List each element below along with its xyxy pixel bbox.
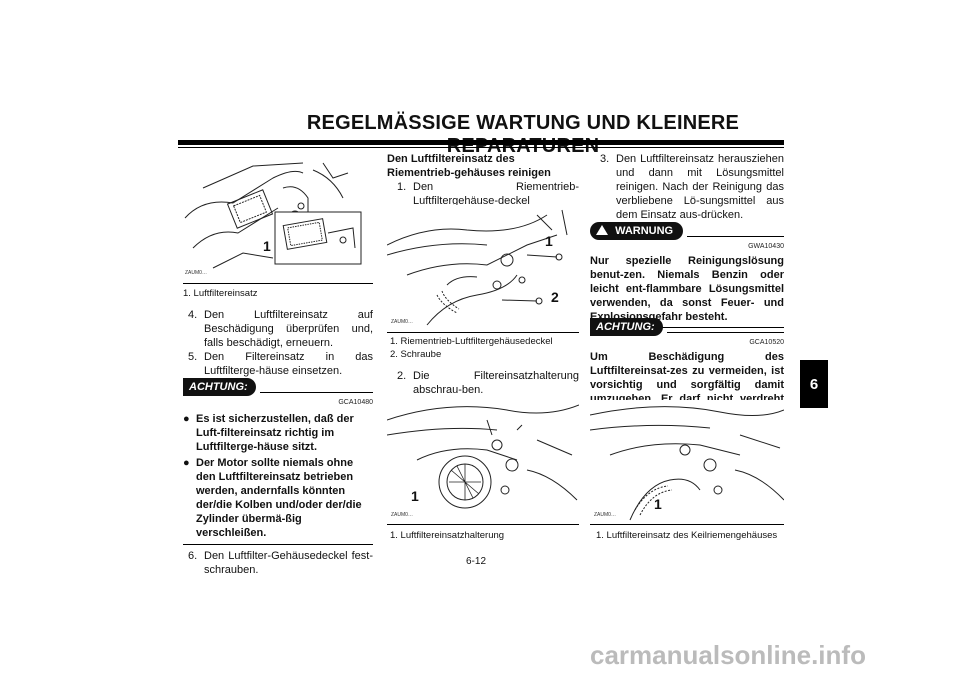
achtung-text: Um Beschädigung des Luftfiltereinsat-zes…	[590, 351, 784, 419]
figure-code: ZAUM0…	[594, 512, 616, 518]
figure-rule	[590, 524, 784, 525]
figure-code: ZAUM0…	[391, 512, 413, 518]
page-number: 6-12	[466, 556, 487, 567]
figure-caption: 1. Luftfiltereinsatz des Keilriemengehäu…	[596, 530, 778, 541]
step-text: Die Filtereinsatzhalterung abschrau-ben.	[413, 370, 579, 396]
achtung-bar: ACHTUNG:	[183, 378, 373, 396]
step-block: 3. Den Luftfiltereinsatz herausziehen un…	[590, 152, 784, 222]
figure-filter-holder: 1 ZAUM0…	[387, 400, 579, 522]
step-text: Den Luftfilter-Gehäusedeckel fest-schrau…	[204, 550, 373, 576]
step-text: Den Luftfiltereinsatz herausziehen und d…	[616, 153, 784, 221]
chapter-tab[interactable]: 6	[800, 360, 828, 408]
figure-belt-cover: 1 2 ZAUM0…	[387, 205, 579, 329]
achtung-line	[666, 331, 784, 333]
step-item: 3. Den Luftfiltereinsatz herausziehen un…	[590, 152, 784, 222]
watermark: carmanualsonline.info	[590, 640, 866, 670]
notice-code: GWA10430	[748, 243, 784, 250]
step-number: 1.	[397, 181, 407, 193]
achtung-bar: ACHTUNG:	[590, 318, 784, 336]
bullet-icon: ●	[183, 413, 190, 425]
achtung-bullets: ● Es ist sicherzustellen, daß der Luft-f…	[183, 412, 373, 540]
figure-caption: 2. Schraube	[390, 349, 442, 360]
warnung-notice: WARNUNG GWA10430 Nur spezielle Reinigung…	[590, 222, 784, 328]
step-text: Den Luftfiltereinsatz auf Beschädigung ü…	[204, 309, 373, 349]
bullet-item: ● Der Motor sollte niemals ohne den Luft…	[183, 456, 373, 540]
step-number: 2.	[397, 370, 407, 382]
step-number: 5.	[188, 351, 198, 363]
figure-code: ZAUM0…	[391, 319, 413, 325]
achtung-notice-2: ACHTUNG: GCA10520 Um Beschädigung des Lu…	[590, 318, 784, 424]
warnung-bar: WARNUNG	[590, 222, 784, 240]
filter-holder-illustration	[387, 404, 579, 509]
notice-code: GCA10520	[749, 339, 784, 346]
step-number: 3.	[600, 153, 610, 165]
achtung-label: ACHTUNG:	[590, 318, 663, 336]
step-item: 2. Die Filtereinsatzhalterung abschrau-b…	[387, 369, 579, 397]
figure-rule	[387, 332, 579, 333]
achtung-label: ACHTUNG:	[183, 378, 256, 396]
bullet-text: Der Motor sollte niemals ohne den Luftfi…	[196, 457, 362, 539]
step-number: 4.	[188, 309, 198, 321]
step-item: 6. Den Luftfilter-Gehäusedeckel fest-sch…	[183, 549, 373, 577]
air-filter-illustration	[184, 162, 362, 269]
figure-caption: 1. Riementrieb-Luftfiltergehäusedeckel	[390, 336, 553, 347]
header-rule-thin	[178, 147, 784, 148]
bullet-icon: ●	[183, 457, 190, 469]
section-heading: Den Luftfiltereinsatz des Riementrieb-ge…	[387, 153, 551, 179]
step-item: 5. Den Filtereinsatz in das Luftfilterge…	[183, 350, 373, 378]
bullet-text: Es ist sicherzustellen, daß der Luft-fil…	[196, 413, 354, 453]
warnung-line	[687, 235, 784, 237]
figure-code: ZAUM0…	[185, 270, 207, 276]
belt-cover-illustration	[387, 209, 568, 326]
notice-end-rule	[183, 544, 373, 545]
achtung-line	[259, 391, 373, 393]
figure-callout-1: 1	[654, 496, 662, 512]
figure-rule	[183, 283, 373, 284]
figure-rule	[387, 524, 579, 525]
figure-caption: 1. Luftfiltereinsatz	[183, 288, 258, 299]
bullet-item: ● Es ist sicherzustellen, daß der Luft-f…	[183, 412, 373, 454]
warnung-label: WARNUNG	[615, 225, 674, 237]
step-block: 2. Die Filtereinsatzhalterung abschrau-b…	[387, 369, 579, 397]
header-rule	[178, 140, 784, 145]
achtung-notice: ACHTUNG: GCA10480 ● Es ist sicherzustell…	[183, 378, 373, 577]
figure-belt-filter: 1 ZAUM0…	[590, 400, 784, 522]
figure-callout-2: 2	[551, 289, 559, 305]
figure-callout-1: 1	[411, 488, 419, 504]
steps-list: 4. Den Luftfiltereinsatz auf Beschädigun…	[183, 308, 373, 378]
figure-callout-1: 1	[545, 233, 553, 249]
warning-triangle-icon	[596, 225, 608, 235]
warnung-label-box: WARNUNG	[590, 222, 684, 240]
belt-filter-illustration	[590, 406, 784, 521]
figure-caption: 1. Luftfiltereinsatzhalterung	[390, 530, 505, 541]
warnung-text: Nur spezielle Reinigungslösung benut-zen…	[590, 255, 784, 323]
figure-callout-1: 1	[263, 238, 271, 254]
step-text: Den Filtereinsatz in das Luftfilterge-hä…	[204, 351, 373, 377]
step-item: 4. Den Luftfiltereinsatz auf Beschädigun…	[183, 308, 373, 350]
notice-end-rule	[590, 327, 784, 328]
step-number: 6.	[188, 550, 198, 562]
figure-air-filter-element: 1 ZAUM0…	[183, 158, 373, 280]
notice-code: GCA10480	[338, 399, 373, 406]
